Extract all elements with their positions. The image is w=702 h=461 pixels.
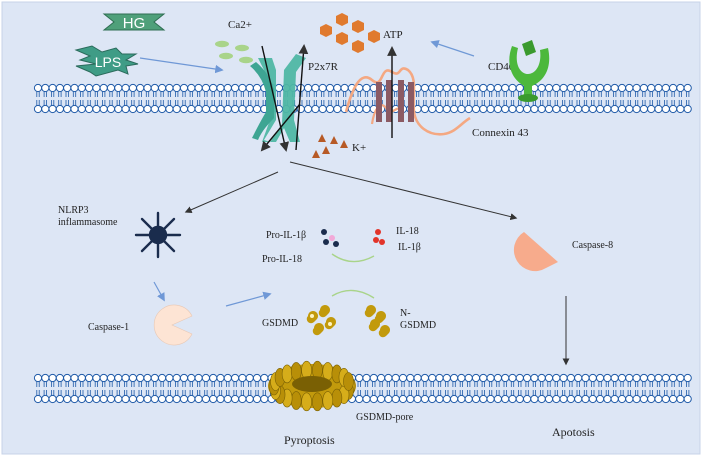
calcium-label: Ca2+ bbox=[228, 19, 252, 31]
lps-label: LPS bbox=[95, 54, 121, 70]
arrow-to-caspase8 bbox=[289, 161, 518, 221]
il18-label: IL-18 bbox=[396, 226, 419, 237]
caspase-1-label: Caspase-1 bbox=[88, 322, 129, 333]
apoptosis-label: Apotosis bbox=[552, 425, 595, 439]
caspase-8-enzyme bbox=[513, 232, 558, 272]
pro-il18-label: Pro-IL-18 bbox=[262, 254, 302, 265]
n-gsdmd-label-line1: N- bbox=[400, 308, 411, 319]
cd40-label: CD40 bbox=[488, 61, 515, 73]
hg-badge: HG bbox=[102, 13, 166, 32]
calcium-influx-arrow bbox=[261, 45, 290, 152]
lps-badge: LPS bbox=[74, 45, 139, 77]
p2x7r-label: P2x7R bbox=[308, 61, 339, 73]
caspase-8-label: Caspase-8 bbox=[572, 240, 613, 251]
nlrp3-label-line2: inflammasome bbox=[58, 217, 118, 228]
arrow-nlrp3-to-caspase1 bbox=[153, 281, 165, 302]
caspase-1-enzyme bbox=[153, 304, 193, 346]
efflux-arrow-left bbox=[260, 103, 301, 152]
arrow-caspase1-to-gsdmd bbox=[225, 291, 272, 307]
potassium-label: K+ bbox=[352, 142, 366, 154]
arrow-to-nlrp3 bbox=[184, 171, 279, 213]
gsdmd-protein bbox=[306, 305, 336, 336]
nlrp3-label-line1: NLRP3 bbox=[58, 205, 89, 216]
pyroptosis-label: Pyroptosis bbox=[284, 433, 335, 447]
efflux-arrow-right bbox=[295, 44, 309, 151]
gsdmd-pore bbox=[268, 360, 356, 412]
cd40-signal-arrow bbox=[430, 40, 475, 57]
cd40-receptor bbox=[509, 40, 550, 102]
connexin-43-channel bbox=[344, 67, 471, 136]
mature-cytokines bbox=[373, 229, 385, 245]
atp-label: ATP bbox=[383, 29, 403, 41]
stimulus-arrow bbox=[139, 57, 224, 74]
cytokine-cleavage-arc bbox=[331, 253, 375, 263]
pro-cytokines bbox=[321, 229, 339, 247]
atp-molecules bbox=[320, 13, 380, 53]
potassium-ions bbox=[312, 134, 348, 158]
il1b-label: IL-1β bbox=[398, 242, 421, 253]
connexin-43-label: Connexin 43 bbox=[472, 127, 529, 139]
pore-beads bbox=[268, 360, 356, 412]
hg-label: HG bbox=[123, 15, 146, 32]
calcium-ions bbox=[215, 40, 253, 64]
pro-il1b-label: Pro-IL-1β bbox=[266, 230, 306, 241]
p2x7r-receptor bbox=[250, 54, 306, 142]
cell-membrane-top bbox=[33, 83, 692, 114]
n-gsdmd-label-line2: GSDMD bbox=[400, 320, 436, 331]
gsdmd-pore-label: GSDMD-pore bbox=[356, 412, 414, 423]
n-gsdmd-protein bbox=[364, 305, 390, 338]
nlrp3-inflammasome bbox=[134, 211, 182, 259]
gsdmd-label: GSDMD bbox=[262, 318, 298, 329]
gsdmd-cleavage-arc bbox=[331, 289, 375, 299]
